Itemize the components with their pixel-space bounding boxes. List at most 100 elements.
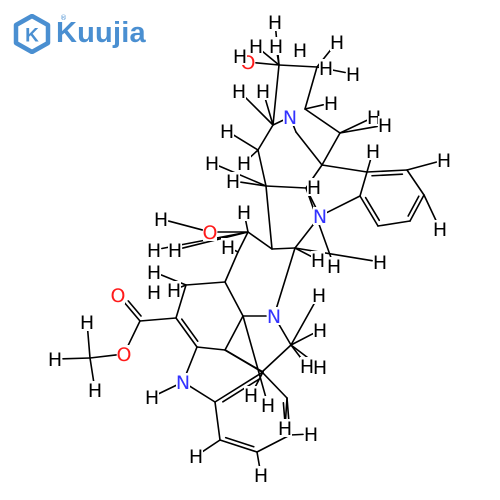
atom-label-bg (319, 59, 333, 77)
bond (242, 315, 267, 399)
bond (201, 439, 221, 453)
bond (240, 181, 267, 187)
atom-h: H (88, 380, 102, 402)
bond (366, 169, 408, 173)
atom-label-bg (300, 357, 314, 375)
brand-logo[interactable]: K ® Kuujia (12, 14, 146, 54)
bond (167, 220, 204, 231)
bond (185, 346, 198, 376)
atom-h: H (307, 177, 321, 199)
atom-label-bg (237, 203, 251, 221)
atom-h: H (269, 36, 283, 58)
bond (224, 436, 255, 448)
bond (224, 251, 239, 283)
atom-h: H (237, 153, 251, 175)
atom-h: H (268, 12, 282, 34)
atom-label-bg (220, 122, 234, 140)
atom-o: O (203, 222, 218, 244)
atom-label-bg (366, 142, 380, 160)
bond (304, 108, 341, 134)
atom-h: H (154, 209, 168, 231)
bond (126, 320, 141, 348)
bond (407, 195, 420, 217)
bond (261, 50, 280, 66)
atom-label-bg (433, 220, 447, 238)
atom-label-bg (313, 358, 327, 376)
atom-label-bg (145, 388, 159, 406)
bond (406, 169, 425, 196)
bond (377, 220, 411, 227)
bond (290, 332, 314, 346)
atom-h: H (261, 395, 275, 417)
atom-h: H (293, 40, 307, 62)
atom-h: H (330, 32, 344, 54)
bond (339, 119, 368, 134)
bond (224, 281, 244, 317)
bond (272, 119, 284, 126)
atom-label-bg (313, 207, 327, 225)
atom-label-bg (147, 241, 161, 259)
bond (255, 61, 280, 66)
bond (234, 249, 239, 253)
bond (249, 149, 259, 159)
atom-label-bg (268, 13, 282, 31)
atom-label-bg (293, 41, 307, 59)
atom-h: H (221, 237, 235, 259)
bond (406, 161, 438, 171)
atom-label-bg (168, 241, 182, 259)
atom-label-bg (226, 172, 240, 190)
bond (339, 125, 378, 134)
bond (160, 274, 187, 286)
bond (304, 66, 318, 110)
bond (180, 284, 187, 288)
bond (265, 185, 273, 250)
atom-h: H (48, 349, 62, 371)
hexagon-k-icon: K (13, 14, 51, 54)
bond (256, 434, 291, 453)
atom-label-bg (249, 37, 263, 55)
atom-h: H (147, 262, 161, 284)
atom-label-bg (176, 373, 190, 391)
atom-label-bg (304, 425, 318, 443)
atom-label-bg (111, 286, 125, 304)
atom-label-bg (307, 178, 321, 196)
bond (294, 247, 312, 258)
atom-label-bg (189, 447, 203, 465)
bond (222, 378, 261, 403)
atom-label-bg (346, 65, 360, 83)
atom-label-bg (373, 253, 387, 271)
bond (62, 357, 91, 360)
atom-h: H (373, 252, 387, 274)
logo-mark-letter: K (25, 26, 39, 47)
atom-label-bg (221, 238, 235, 256)
bond (265, 185, 307, 189)
atom-label-bg (278, 419, 292, 437)
bond (423, 194, 438, 223)
atom-label-bg (117, 345, 131, 363)
bond (284, 397, 288, 421)
atom-h: H (433, 219, 447, 241)
atom-label-bg (203, 223, 217, 241)
bond (278, 64, 318, 68)
bond (326, 195, 361, 214)
bond (244, 219, 249, 233)
bond (275, 247, 296, 310)
atom-h: H (312, 285, 326, 307)
bond (188, 385, 216, 403)
bond (89, 354, 117, 359)
atom-h: H (220, 121, 234, 143)
bond (139, 317, 177, 322)
bond (371, 173, 404, 177)
atom-label-bg (244, 386, 258, 404)
bond (359, 195, 379, 227)
atom-label-bg (147, 263, 161, 281)
bond (158, 384, 177, 395)
atom-h: H (147, 282, 161, 304)
bond (256, 451, 261, 468)
atom-label-bg (327, 257, 341, 275)
bond (122, 300, 141, 322)
atom-label-bg (283, 108, 297, 126)
atom-label-bg (367, 108, 381, 126)
